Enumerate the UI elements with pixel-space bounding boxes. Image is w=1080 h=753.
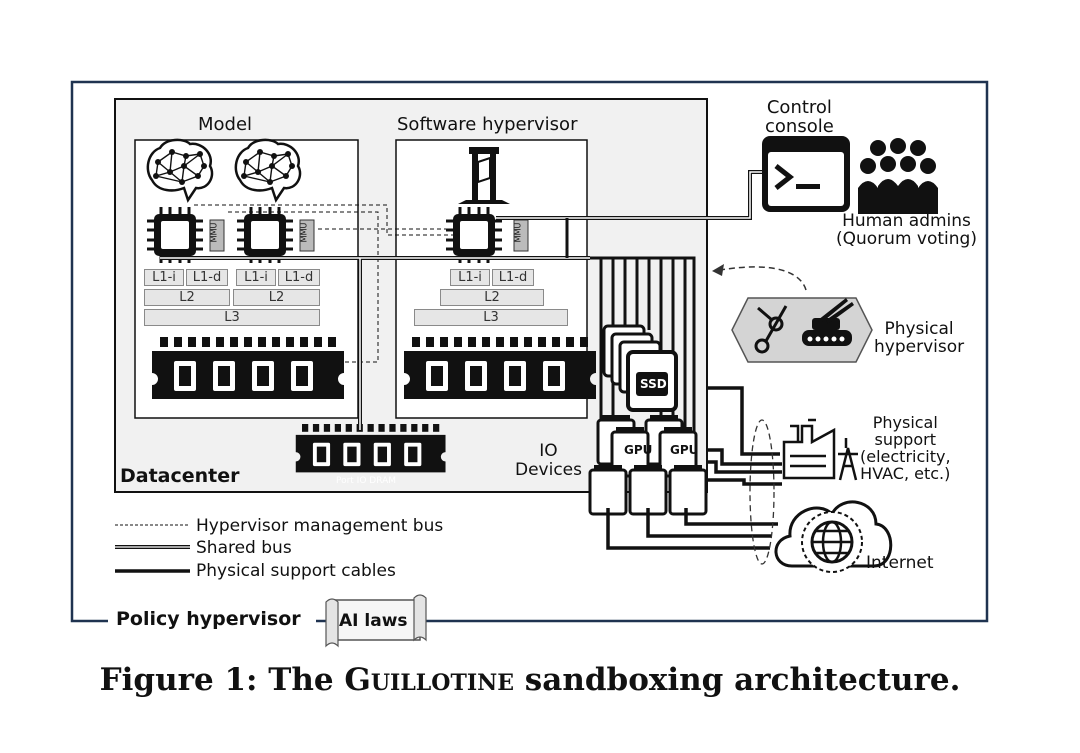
l1d-cache: L1-d <box>492 269 534 286</box>
datacenter-label: Datacenter <box>120 465 240 487</box>
mmu-label: MMU <box>209 222 219 243</box>
l1i-cache: L1-i <box>144 269 184 286</box>
l1d-cache: L1-d <box>186 269 228 286</box>
caption-name: Guillotine <box>344 662 514 698</box>
l3-cache: L3 <box>414 309 568 326</box>
human-admins-label: Human admins (Quorum voting) <box>836 211 977 249</box>
physical-hypervisor-hexagon <box>731 297 873 363</box>
l1i-cache: L1-i <box>450 269 490 286</box>
physical-hypervisor-label: Physical hypervisor <box>874 319 965 357</box>
mmu-box <box>299 219 315 252</box>
legend-support-label: Physical support cables <box>196 561 396 581</box>
caption-suffix: sandboxing architecture. <box>513 662 961 698</box>
l2-cache: L2 <box>440 289 544 306</box>
dram-icon <box>404 337 596 399</box>
model-label: Model <box>198 114 253 135</box>
legend-shared-label: Shared bus <box>196 538 292 558</box>
port-io-dram-label: Port IO DRAM <box>335 476 397 486</box>
scroll-icon <box>325 594 427 648</box>
mmu-label: MMU <box>299 222 309 243</box>
l1d-cache: L1-d <box>278 269 320 286</box>
gpu-icon <box>588 413 708 516</box>
power-tower-icon <box>838 438 858 481</box>
ssd-label: SSD <box>640 377 667 391</box>
dram-label: DRAM <box>475 399 509 412</box>
guillotine-icon <box>458 147 510 204</box>
cpu-chip-icon <box>145 205 205 265</box>
io-devices-label: IO Devices <box>515 441 582 480</box>
l3-cache: L3 <box>144 309 320 326</box>
control-console-label: Control console <box>765 97 834 137</box>
caption-prefix: Figure 1: The <box>99 662 345 698</box>
gpu-label: GPU <box>624 443 653 457</box>
people-group-icon <box>858 138 938 214</box>
ssd-icon <box>602 324 678 412</box>
l2-cache: L2 <box>233 289 320 306</box>
dram-label: DRAM <box>223 399 257 412</box>
cpu-chip-icon <box>235 205 295 265</box>
legend-management-label: Hypervisor management bus <box>196 516 444 536</box>
gpu-label: GPU <box>670 443 699 457</box>
mmu-box <box>209 219 225 252</box>
globe-icon <box>801 511 863 573</box>
internet-label: Internet <box>866 553 934 573</box>
mmu-label: MMU <box>513 222 523 243</box>
policy-hypervisor-frame <box>70 80 989 623</box>
figure-caption: Figure 1: The Guillotine sandboxing arch… <box>0 662 1060 698</box>
scissors-icon <box>754 305 788 354</box>
software-hypervisor-label: Software hypervisor <box>397 114 578 135</box>
l1i-cache: L1-i <box>236 269 276 286</box>
factory-icon <box>782 418 836 480</box>
physical-support-label: Physical support (electricity, HVAC, etc… <box>860 413 951 483</box>
terminal-icon <box>762 136 850 212</box>
dram-icon <box>152 337 344 399</box>
policy-hypervisor-label: Policy hypervisor <box>116 608 301 630</box>
ai-laws-label: AI laws <box>339 611 408 631</box>
l2-cache: L2 <box>144 289 230 306</box>
port-io-dram-icon <box>295 424 446 473</box>
